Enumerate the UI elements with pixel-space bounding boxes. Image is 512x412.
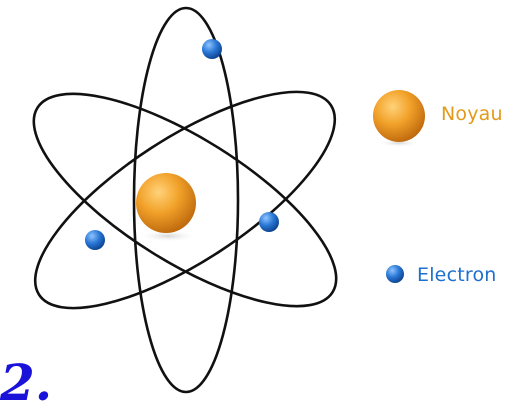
legend-electron-label: Electron [417, 264, 497, 286]
electron-top [202, 39, 222, 59]
legend-electron-icon [386, 265, 404, 283]
legend-nucleus-label: Noyau [441, 103, 503, 125]
orbit-vertical [132, 6, 240, 394]
corner-number: 2. [0, 353, 53, 412]
electron-left [85, 230, 105, 250]
nucleus [136, 173, 196, 233]
legend-nucleus-icon [373, 90, 425, 147]
electron-orbits [32, 6, 338, 394]
nucleus-shadow [138, 230, 198, 242]
orbit-diagonal-down [32, 92, 338, 308]
electron-right [259, 212, 279, 232]
orbit-diagonal-up [33, 90, 337, 310]
